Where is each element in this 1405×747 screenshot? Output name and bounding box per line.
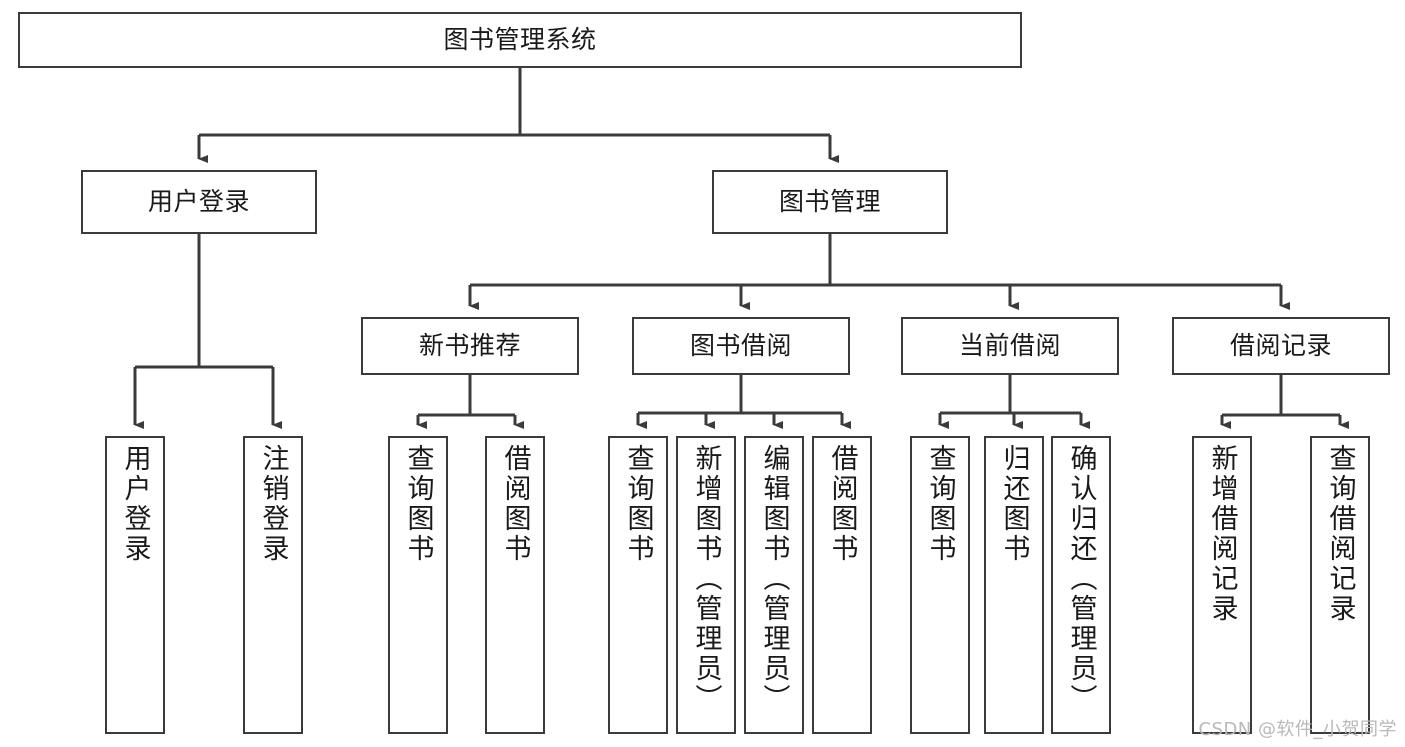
node-l-confirm: 确认归还（管理员） — [1051, 436, 1111, 734]
node-label: 归还图书 — [998, 444, 1030, 564]
node-l-addrec: 新增借阅记录 — [1192, 436, 1252, 734]
node-records: 借阅记录 — [1172, 317, 1390, 375]
node-label: 借阅记录 — [1229, 331, 1332, 361]
node-l-logout: 注销登录 — [243, 436, 303, 734]
node-label: 查询借阅记录 — [1324, 444, 1356, 624]
node-label: 新增图书（管理员） — [690, 444, 722, 714]
node-l-edit: 编辑图书（管理员） — [744, 436, 804, 734]
node-label: 图书管理系统 — [443, 25, 597, 55]
node-root: 图书管理系统 — [18, 12, 1022, 68]
node-label: 新书推荐 — [418, 331, 521, 361]
watermark: CSDN @软件_小贺同学 — [1198, 719, 1397, 740]
node-label: 图书借阅 — [689, 331, 792, 361]
node-label: 当前借阅 — [958, 331, 1061, 361]
node-label: 借阅图书 — [499, 444, 531, 564]
node-l-b1: 借阅图书 — [485, 436, 545, 734]
node-l-b2: 借阅图书 — [812, 436, 872, 734]
node-label: 图书管理 — [778, 187, 881, 217]
node-label: 用户登录 — [147, 187, 250, 217]
node-l-q1: 查询图书 — [388, 436, 448, 734]
node-l-add: 新增图书（管理员） — [676, 436, 736, 734]
node-l-q2: 查询图书 — [608, 436, 668, 734]
node-l-q3: 查询图书 — [910, 436, 970, 734]
node-l-login: 用户登录 — [105, 436, 165, 734]
node-borrow: 图书借阅 — [632, 317, 850, 375]
node-newbook: 新书推荐 — [361, 317, 579, 375]
node-l-qrec: 查询借阅记录 — [1310, 436, 1370, 734]
node-label: 查询图书 — [924, 444, 956, 564]
node-bookmgmt: 图书管理 — [712, 170, 948, 234]
node-label: 确认归还（管理员） — [1065, 444, 1097, 714]
node-label: 新增借阅记录 — [1206, 444, 1238, 624]
node-label: 注销登录 — [257, 444, 289, 564]
node-l-ret: 归还图书 — [984, 436, 1044, 734]
node-label: 编辑图书（管理员） — [758, 444, 790, 714]
node-label: 查询图书 — [622, 444, 654, 564]
node-label: 借阅图书 — [826, 444, 858, 564]
node-current: 当前借阅 — [901, 317, 1119, 375]
node-login: 用户登录 — [81, 170, 317, 234]
node-label: 查询图书 — [402, 444, 434, 564]
node-label: 用户登录 — [119, 444, 151, 564]
